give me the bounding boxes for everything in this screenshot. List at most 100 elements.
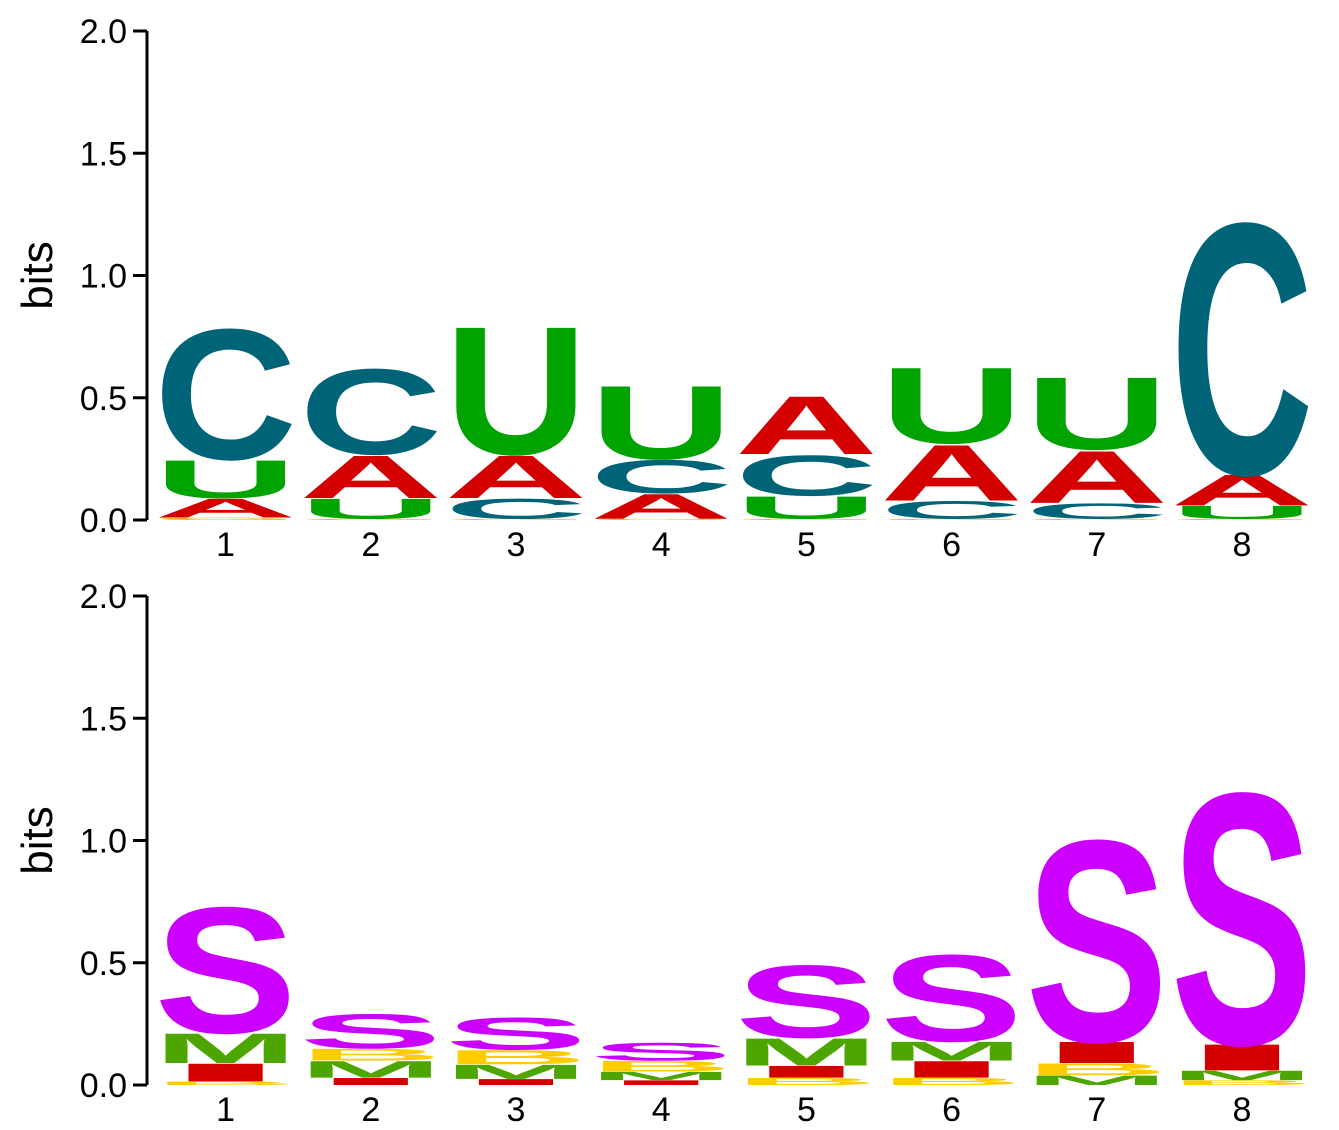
letter-S: S — [1170, 718, 1313, 1120]
letter-B: B — [1170, 1079, 1313, 1087]
letter-M: M — [880, 1036, 1023, 1066]
letter-I: I — [154, 1058, 297, 1086]
letter-C: C — [1170, 148, 1313, 551]
x-tick-label: 4 — [652, 526, 671, 564]
x-tick-label: 4 — [652, 1091, 671, 1129]
letter-C: C — [154, 290, 297, 498]
letter-S: S — [154, 870, 297, 1071]
y-axis-title: bits — [13, 806, 62, 874]
x-tick-label: 2 — [361, 1091, 380, 1129]
letter-M: M — [444, 1060, 587, 1083]
letter-B: B — [1025, 1060, 1168, 1079]
letter-C: C — [880, 496, 1023, 524]
y-tick-label: 2.0 — [80, 13, 127, 51]
letter-S: S — [880, 929, 1023, 1068]
letter-B: B — [299, 1045, 442, 1064]
letter-M: M — [1025, 1073, 1168, 1088]
y-tick-label: 0.0 — [80, 502, 127, 540]
letter-C: C — [590, 450, 733, 503]
y-axis-title: bits — [13, 241, 62, 309]
letter-S: S — [1025, 780, 1168, 1102]
letter-A: A — [1170, 466, 1313, 515]
letter-M: M — [590, 1069, 733, 1082]
letter-A: A — [880, 429, 1023, 518]
letter-A: A — [299, 443, 442, 511]
letter-A: A — [1025, 435, 1168, 519]
letter-B: B — [154, 1080, 297, 1086]
letter-G: G — [444, 518, 587, 520]
letter-U: U — [444, 289, 587, 494]
y-tick-label: 1.5 — [80, 135, 127, 173]
letter-M: M — [735, 1030, 878, 1074]
letter-G: G — [880, 518, 1023, 520]
letter-U: U — [1025, 355, 1168, 471]
x-tick-label: 8 — [1233, 1091, 1252, 1129]
letter-S: S — [299, 1004, 442, 1059]
y-tick-label: 2.0 — [80, 578, 127, 616]
letter-I: I — [1170, 1037, 1313, 1079]
x-tick-label: 1 — [216, 1091, 235, 1129]
letter-G: G — [590, 518, 733, 520]
y-tick-label: 0.0 — [80, 1067, 127, 1105]
letter-G: G — [1170, 518, 1313, 520]
letter-A: A — [590, 487, 733, 527]
letter-I: I — [444, 1077, 587, 1086]
x-tick-label: 7 — [1087, 526, 1106, 564]
letter-G: G — [299, 518, 442, 520]
y-tick-label: 0.5 — [80, 380, 127, 418]
letter-C: C — [444, 493, 587, 525]
letter-U: U — [735, 490, 878, 526]
letter-U: U — [590, 363, 733, 481]
letter-A: A — [154, 493, 297, 523]
letter-B: B — [735, 1076, 878, 1087]
letter-B: B — [880, 1076, 1023, 1087]
letter-U: U — [1170, 502, 1313, 523]
letter-M: M — [299, 1056, 442, 1083]
x-tick-label: 5 — [797, 1091, 816, 1129]
letter-A: A — [444, 443, 587, 511]
x-tick-label: 2 — [361, 526, 380, 564]
letter-G: G — [1025, 518, 1168, 520]
letter-U: U — [299, 493, 442, 525]
y-tick-label: 1.0 — [80, 823, 127, 861]
letter-M: M — [1170, 1068, 1313, 1083]
letter-C: C — [1025, 499, 1168, 524]
letter-I: I — [1025, 1035, 1168, 1069]
y-tick-label: 0.5 — [80, 945, 127, 983]
letter-I: I — [590, 1079, 733, 1087]
x-tick-label: 6 — [942, 526, 961, 564]
letter-S: S — [444, 1008, 587, 1059]
y-tick-label: 1.5 — [80, 700, 127, 738]
letter-I: I — [299, 1076, 442, 1087]
letter-U: U — [880, 344, 1023, 466]
x-tick-label: 7 — [1087, 1091, 1106, 1129]
letter-C: C — [299, 343, 442, 480]
letter-S: S — [590, 1038, 733, 1066]
letter-S: S — [735, 943, 878, 1059]
letter-I: I — [735, 1062, 878, 1081]
letter-G: G — [735, 518, 878, 520]
x-tick-label: 1 — [216, 526, 235, 564]
x-tick-label: 3 — [507, 526, 526, 564]
x-tick-label: 6 — [942, 1091, 961, 1129]
x-tick-label: 5 — [797, 526, 816, 564]
letter-B: B — [590, 1058, 733, 1075]
y-tick-label: 1.0 — [80, 258, 127, 296]
